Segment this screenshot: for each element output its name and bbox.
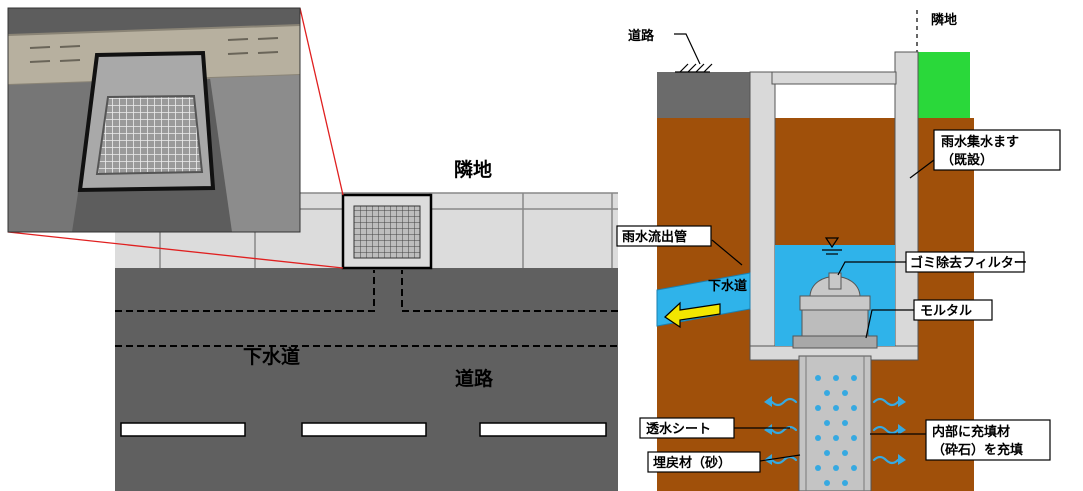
road-surface — [115, 268, 618, 491]
section-view: 道路 隣地 雨水集水ます （既設） 雨水流出管 下水道 ゴミ除去フィルター モル… — [616, 10, 1061, 491]
leader-lines — [674, 33, 935, 462]
photo-inset — [7, 7, 301, 233]
catch-basin-grate — [353, 205, 421, 259]
dust-filter — [799, 272, 871, 337]
label-mortar: モルタル — [920, 304, 972, 319]
mortar — [792, 335, 878, 349]
road-pavement — [657, 72, 767, 118]
plan-label-sewer: 下水道 — [243, 345, 300, 368]
flow-arrow — [664, 301, 721, 329]
section-label-neighbor: 隣地 — [931, 12, 957, 28]
basin-left-wall — [749, 71, 776, 361]
label-basin-line2: （既設） — [941, 152, 993, 168]
label-outflow-pipe: 雨水流出管 — [622, 229, 687, 245]
infiltration-holes — [815, 375, 857, 486]
label-boxes — [616, 129, 1061, 473]
lane-markings — [120, 422, 607, 437]
neighbor-ground — [918, 52, 970, 118]
plan-label-road: 道路 — [455, 367, 494, 390]
plan-view: 隣地 下水道 道路 — [7, 7, 618, 491]
label-sewer: 下水道 — [708, 278, 747, 294]
infiltration-arrows — [770, 397, 900, 465]
inset-callout-lines — [7, 7, 344, 269]
label-fill-line2: （砕石）を充填 — [932, 442, 1023, 458]
label-basin-line1: 雨水集水ます — [941, 134, 1019, 150]
label-permeable-sheet: 透水シート — [646, 421, 711, 437]
label-filter: ゴミ除去フィルター — [910, 255, 1027, 271]
label-backfill: 埋戻材（砂） — [653, 455, 731, 471]
label-fill-line1: 内部に充填材 — [932, 424, 1010, 440]
road-hatch-symbol — [675, 63, 713, 73]
sewer-pipe-dashed — [115, 270, 618, 347]
section-label-road: 道路 — [628, 28, 655, 44]
water-level-symbol — [822, 237, 842, 255]
plan-label-neighbor: 隣地 — [454, 158, 492, 181]
basin-cover — [771, 71, 897, 85]
